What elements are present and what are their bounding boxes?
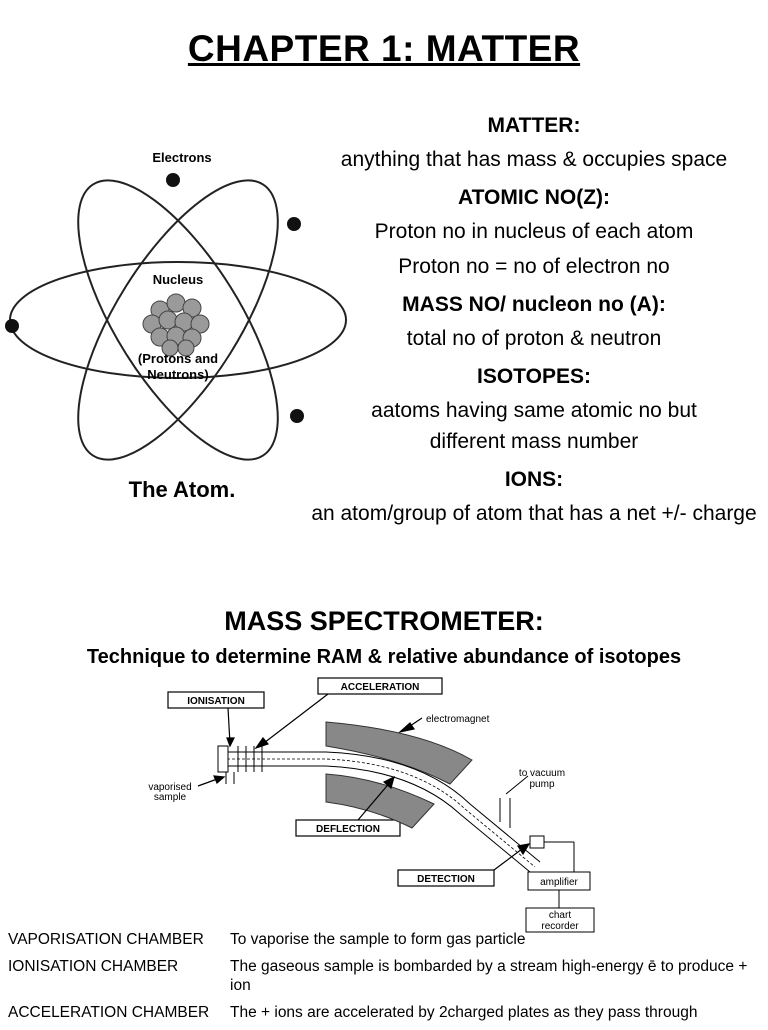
chamber-name: ACCELERATION CHAMBER — [8, 1004, 210, 1021]
def-desc-atomic-no-2: Proton no = no of electron no — [398, 255, 670, 278]
def-desc-mass-no: total no of proton & neutron — [406, 327, 662, 350]
chamber-desc: To vaporise the sample to form gas parti… — [230, 931, 526, 948]
definitions-list: MATTER: anything that has mass & occupie… — [290, 108, 768, 534]
def-desc-ions: an atom/group of atom that has a net +/-… — [311, 502, 757, 525]
flight-tube-bottom — [222, 765, 531, 873]
chamber-desc: The gaseous sample is bombarded by a str… — [230, 958, 748, 994]
atom-diagram: Electrons Nucleus (Protons and Neutrons)… — [5, 150, 347, 502]
def-desc-matter: anything that has mass & occupies space — [340, 148, 728, 171]
def-term-matter: MATTER: — [487, 114, 581, 137]
chamber-name: IONISATION CHAMBER — [8, 958, 179, 975]
detection-label: DETECTION — [417, 874, 475, 885]
def-term-ions: IONS: — [504, 468, 564, 491]
protons-label-1: (Protons and — [138, 351, 218, 366]
chamber-name: VAPORISATION CHAMBER — [8, 931, 204, 948]
table-row: ACCELERATION CHAMBER The + ions are acce… — [8, 1003, 768, 1022]
detector — [529, 835, 545, 849]
def-desc-isotopes: aatoms having same atomic no but differe… — [371, 399, 697, 453]
deflection-label: DEFLECTION — [316, 824, 380, 835]
electron-top — [166, 173, 180, 187]
mass-spectrometer-subtitle: Technique to determine RAM & relative ab… — [86, 646, 682, 668]
ion-path — [222, 758, 536, 868]
chart-label-2: recorder — [541, 921, 579, 932]
electron-left — [5, 319, 19, 333]
sample-inlet — [225, 772, 235, 784]
ionisation-chamber — [217, 745, 229, 773]
vacuum-outlet — [499, 798, 511, 828]
vacuum-arrow — [505, 775, 529, 795]
ionisation-label: IONISATION — [187, 696, 245, 707]
table-row: VAPORISATION CHAMBER To vaporise the sam… — [8, 930, 768, 949]
orbit-tilted-left — [77, 179, 279, 461]
vaporised-label-1: vaporised — [148, 782, 191, 793]
nucleus-cluster — [142, 293, 210, 357]
amplifier-label: amplifier — [540, 877, 578, 888]
electron-right — [287, 217, 301, 231]
acceleration-arrow — [259, 693, 329, 747]
mass-spectrometer-diagram: IONISATION ACCELERATION DEFLECTION DETEC… — [148, 677, 595, 933]
electromagnet-label: electromagnet — [426, 714, 490, 725]
chambers-table: VAPORISATION CHAMBER To vaporise the sam… — [8, 930, 768, 1030]
chamber-desc: The + ions are accelerated by 2charged p… — [230, 1004, 698, 1021]
electromagnet-lower — [325, 773, 435, 829]
def-desc-atomic-no: Proton no in nucleus of each atom — [374, 220, 694, 243]
chart-label-1: chart — [549, 910, 571, 921]
def-term-isotopes: ISOTOPES: — [477, 365, 591, 388]
def-term-mass-no: MASS NO/ nucleon no (A): — [402, 293, 666, 316]
table-row: IONISATION CHAMBER The gaseous sample is… — [8, 957, 768, 995]
vacuum-label-2: pump — [529, 779, 554, 790]
deflection-arrow — [357, 779, 393, 821]
def-term-atomic-no: ATOMIC NO(Z): — [457, 186, 611, 209]
vaporised-label-2: sample — [154, 792, 187, 803]
atom-caption: The Atom. — [129, 477, 236, 502]
orbit-tilted-right — [77, 179, 279, 461]
protons-label-2: Neutrons) — [147, 367, 208, 382]
detection-box — [397, 869, 495, 887]
ionisation-box — [167, 691, 265, 709]
chart-recorder-box — [525, 907, 595, 933]
electron-bottom — [290, 409, 304, 423]
electromagnet-upper — [325, 721, 473, 785]
mass-spectrometer-title: MASS SPECTROMETER: — [224, 606, 544, 636]
acceleration-box — [317, 677, 443, 695]
nucleus-label: Nucleus — [153, 272, 204, 287]
deflection-box — [295, 819, 401, 837]
acceleration-label: ACCELERATION — [341, 682, 420, 693]
electrons-label: Electrons — [152, 150, 211, 165]
flight-tube-top — [222, 751, 541, 863]
page-title: CHAPTER 1: MATTER — [187, 28, 581, 69]
vacuum-label-1: to vacuum — [519, 768, 565, 779]
